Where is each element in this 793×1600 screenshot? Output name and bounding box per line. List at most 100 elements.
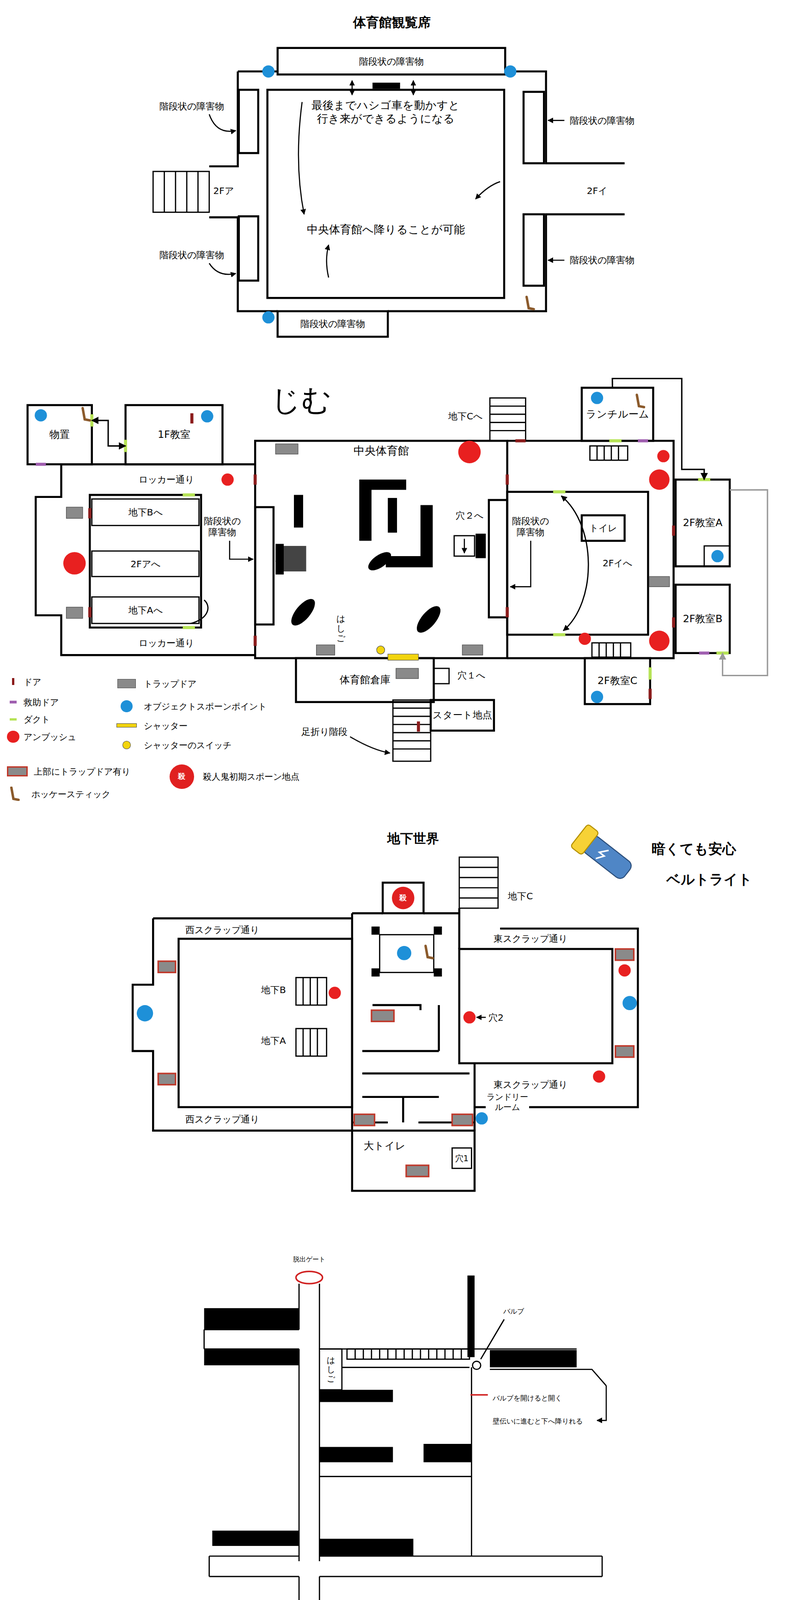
label-anchor: 足折り階段 — [300, 726, 349, 738]
label-anchor: 暗くても安心 — [650, 841, 738, 858]
map-label: 階段状の 障害物 — [202, 515, 242, 538]
legend-swatch — [6, 766, 28, 777]
legend-row: 上部にトラップドア有り — [32, 766, 132, 778]
label-anchor: 西スクラップ通り — [184, 1114, 261, 1126]
label-anchor: 東スクラップ通り — [492, 933, 569, 945]
map-label: じむ — [269, 382, 333, 419]
label-anchor: 脱出ゲート — [292, 1256, 327, 1264]
map-room: ランチルーム — [581, 387, 654, 441]
label-anchor: ロッカー通り — [137, 637, 196, 649]
legend-swatch — [116, 723, 137, 728]
map-label: ロッカー通り — [137, 637, 196, 649]
legend-row: オブジェクトスポーンポイント — [142, 701, 268, 712]
map-label: 体育館観覧席 — [352, 14, 432, 31]
room-label: 2F教室C — [597, 675, 638, 688]
room-label: 中央体育館 — [353, 444, 409, 458]
map-room: 穴1 — [451, 1148, 472, 1169]
map-room: 2F教室B — [675, 585, 730, 654]
room-label: ランチルーム — [585, 408, 650, 421]
room-label: 1F教室 — [157, 428, 191, 441]
legend-text: シャッター — [142, 720, 189, 732]
map-label: ロッカー通り — [137, 474, 196, 486]
map-label: 2Fイ — [585, 185, 609, 197]
legend-row: 殺人鬼初期スポーン地点 — [201, 771, 301, 783]
legend-text: 救助ドア — [22, 697, 60, 708]
label-anchor: 殺 — [399, 893, 407, 903]
map-room: トイレ — [581, 515, 625, 542]
hockey-icon — [8, 786, 21, 802]
duct-route — [722, 489, 768, 676]
map-label: 壁伝いに進むと下へ降りれる — [491, 1417, 584, 1427]
legend-swatch — [12, 678, 15, 686]
map-room: はしご — [329, 609, 353, 649]
label-anchor: 2Fイへ — [601, 557, 634, 569]
map-room: スタート地点 — [430, 700, 495, 732]
label-anchor: 地下Cへ — [447, 410, 484, 422]
legend-row: ホッケースティック — [30, 788, 112, 800]
map-room: 最後までハシゴ車を動かすと 行き来ができるようになる中央体育館へ降りることが可能 — [267, 89, 505, 299]
label-anchor: 殺 — [177, 772, 186, 782]
label-anchor: ランドリー ルーム — [485, 1092, 530, 1113]
map-room: 2F教室C — [584, 658, 650, 705]
map-room: 体育館倉庫 — [295, 658, 434, 703]
map-label: 階段状の障害物 — [568, 254, 636, 266]
legend-row: アンブッシュ — [22, 732, 78, 743]
map-room: 1F教室 — [125, 405, 223, 465]
label-anchor: じむ — [269, 382, 333, 419]
label-anchor: 階段状の障害物 — [158, 249, 226, 261]
label-anchor: 地下B — [260, 984, 287, 996]
map-label: 穴2 — [487, 1012, 505, 1024]
label-anchor: 穴2 — [487, 1012, 505, 1024]
room-label: 地下Aへ — [128, 604, 163, 617]
map-label: 穴２へ — [454, 510, 485, 522]
map-room: 中央体育館はしご — [255, 440, 507, 659]
room-label: はしご — [326, 1356, 336, 1384]
legend-row: シャッター — [142, 720, 189, 732]
label-anchor: 穴２へ — [454, 510, 485, 522]
room-label: 物置 — [49, 428, 70, 441]
label-anchor: ロッカー通り — [137, 474, 196, 486]
label-anchor: 地下C — [506, 890, 534, 903]
legend-text: ホッケースティック — [30, 788, 112, 800]
map-room: 物置 — [27, 405, 92, 465]
map-label: 地下B — [260, 984, 287, 996]
room-label: 2Fアへ — [130, 558, 161, 570]
map-label: 2Fイへ — [601, 557, 634, 569]
map-label: 階段状の 障害物 — [511, 515, 550, 538]
map-label: 西スクラップ通り — [184, 924, 261, 936]
map-label: 穴１へ — [456, 670, 487, 682]
legend-row: ダクト — [22, 714, 51, 726]
room-label: 階段状の障害物 — [359, 55, 424, 68]
duct-route — [91, 420, 126, 446]
room-label: 2F教室A — [683, 517, 723, 530]
label-anchor: 体育館観覧席 — [352, 14, 432, 31]
label-anchor: 階段状の障害物 — [568, 254, 636, 266]
legend-swatch — [9, 718, 17, 722]
map-label: 西スクラップ通り — [184, 1114, 261, 1126]
legend-text: トラップドア — [142, 678, 198, 690]
map-label: 暗くても安心 — [650, 841, 738, 858]
label-anchor: バルブ — [502, 1307, 525, 1317]
legend-swatch — [9, 701, 17, 704]
label-anchor: 地下A — [260, 1035, 287, 1047]
map-room: 階段状の障害物 — [277, 311, 389, 337]
room-label: 地下Bへ — [128, 506, 163, 519]
map-label: 地下A — [260, 1035, 287, 1047]
map-label: ランドリー ルーム — [485, 1092, 530, 1113]
legend-text: オブジェクトスポーンポイント — [142, 701, 268, 712]
map-label: 東スクラップ通り — [492, 1079, 569, 1091]
map-label: 階段状の障害物 — [158, 100, 226, 112]
legend-row: トラップドア — [142, 678, 198, 690]
map-label: 階段状の障害物 — [568, 115, 636, 127]
map-label: 東スクラップ通り — [492, 933, 569, 945]
room-label: スタート地点 — [432, 709, 493, 722]
label-anchor: ベルトライト — [665, 871, 754, 889]
label-anchor: 階段状の 障害物 — [202, 515, 242, 538]
room-label: 中央体育館へ降りることが可能 — [306, 223, 465, 237]
map-room: 地下Bへ — [91, 499, 200, 526]
room-label: トイレ — [589, 522, 617, 534]
map-label: 足折り階段 — [300, 726, 349, 738]
label-anchor: 穴１へ — [456, 670, 487, 682]
